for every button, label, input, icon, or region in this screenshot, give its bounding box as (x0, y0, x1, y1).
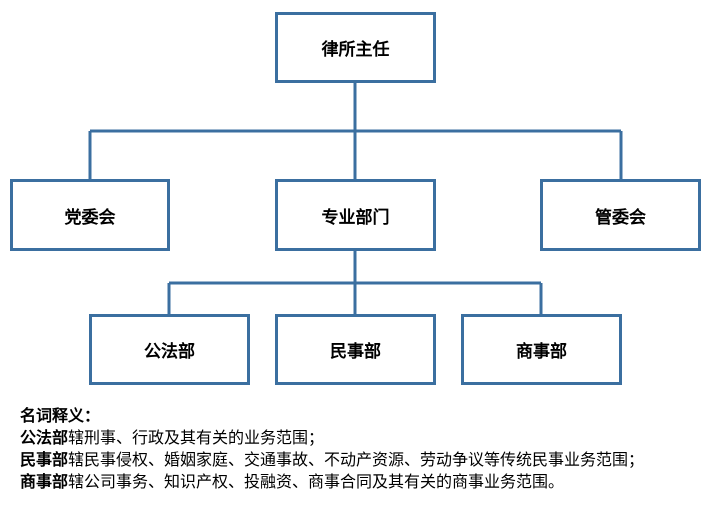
glossary-entry-public-law: 公法部辖刑事、行政及其有关的业务范围； (20, 427, 700, 449)
node-management-committee-label: 管委会 (595, 207, 646, 228)
node-civil-dept-label: 民事部 (330, 342, 381, 362)
node-professional-departments: 专业部门 (275, 179, 436, 251)
node-civil-dept: 民事部 (275, 314, 436, 385)
node-professional-departments-label: 专业部门 (321, 207, 390, 228)
glossary-desc: 辖民事侵权、婚姻家庭、交通事故、不动产资源、劳动争议等传统民事业务范围； (68, 450, 645, 469)
glossary-term: 商事部 (20, 472, 69, 491)
node-management-committee: 管委会 (540, 179, 701, 251)
glossary-entry-commercial: 商事部辖公司事务、知识产权、投融资、商事合同及其有关的商事业务范围。 (20, 471, 700, 493)
node-commercial-dept: 商事部 (461, 314, 622, 385)
glossary-desc: 辖公司事务、知识产权、投融资、商事合同及其有关的商事业务范围。 (68, 472, 565, 491)
glossary-term: 民事部 (20, 450, 69, 469)
node-public-law-dept-label: 公法部 (144, 342, 195, 362)
node-party-committee: 党委会 (10, 179, 170, 251)
glossary: 名词释义： 公法部辖刑事、行政及其有关的业务范围； 民事部辖民事侵权、婚姻家庭、… (20, 405, 700, 493)
node-party-committee-label: 党委会 (64, 207, 116, 228)
glossary-entry-civil: 民事部辖民事侵权、婚姻家庭、交通事故、不动产资源、劳动争议等传统民事业务范围； (20, 449, 700, 471)
node-firm-director: 律所主任 (275, 12, 436, 83)
node-public-law-dept: 公法部 (89, 314, 250, 385)
glossary-term: 公法部 (20, 428, 69, 447)
node-commercial-dept-label: 商事部 (516, 342, 567, 362)
glossary-desc: 辖刑事、行政及其有关的业务范围； (68, 428, 325, 447)
node-firm-director-label: 律所主任 (321, 40, 390, 60)
glossary-heading: 名词释义： (20, 406, 101, 425)
